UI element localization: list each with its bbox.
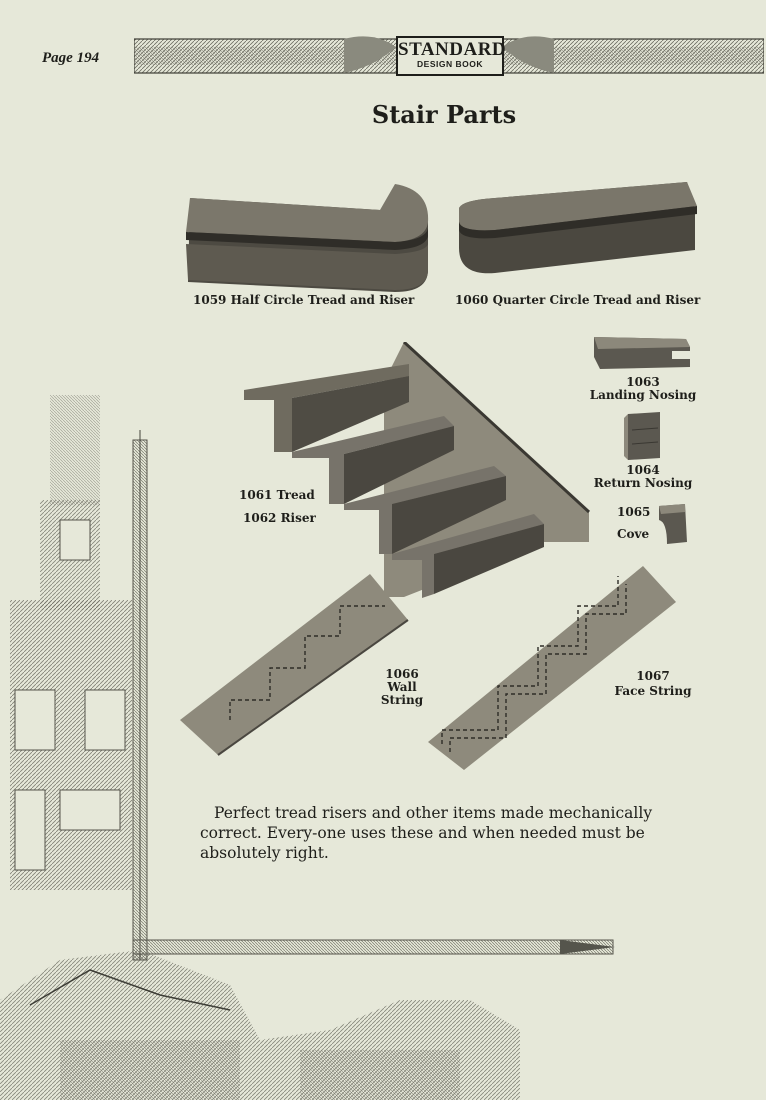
logo-sub-text: DESIGN BOOK xyxy=(417,59,483,69)
label-1065-name: Cove xyxy=(617,527,650,541)
staircase-tread-riser-illustration xyxy=(244,342,591,598)
label-1066-name-line1: Wall xyxy=(387,680,417,694)
label-1063-number: 1063 xyxy=(626,375,660,389)
face-string-illustration xyxy=(428,566,676,770)
caption-1061: 1061 Tread xyxy=(239,488,315,502)
return-nosing-illustration xyxy=(624,412,660,460)
label-1064-number: 1064 xyxy=(626,463,660,477)
half-circle-tread-illustration xyxy=(186,184,429,292)
page-title: Stair Parts xyxy=(371,100,517,129)
caption-1062: 1062 Riser xyxy=(243,511,316,525)
wall-string-illustration xyxy=(180,574,409,756)
label-1065-number: 1065 xyxy=(617,505,651,519)
label-1064-name: Return Nosing xyxy=(593,476,693,490)
label-1066-name-line2: String xyxy=(380,693,424,707)
label-1066-number: 1066 xyxy=(385,667,419,681)
landing-nosing-illustration xyxy=(594,337,690,369)
cove-molding-illustration xyxy=(659,504,687,544)
label-1067-name: Face String xyxy=(614,684,692,698)
caption-1059: 1059 Half Circle Tread and Riser xyxy=(193,293,415,307)
standard-design-book-logo: STANDARD DESIGN BOOK xyxy=(396,36,507,76)
label-1067-number: 1067 xyxy=(636,669,670,683)
page-number: Page 194 xyxy=(42,50,100,66)
quarter-circle-tread-illustration xyxy=(459,182,697,274)
label-1063-name: Landing Nosing xyxy=(589,388,697,402)
logo-main-text: STANDARD xyxy=(398,39,507,60)
caption-1060: 1060 Quarter Circle Tread and Riser xyxy=(455,293,701,307)
description-paragraph: Perfect tread risers and other items mad… xyxy=(200,804,653,862)
